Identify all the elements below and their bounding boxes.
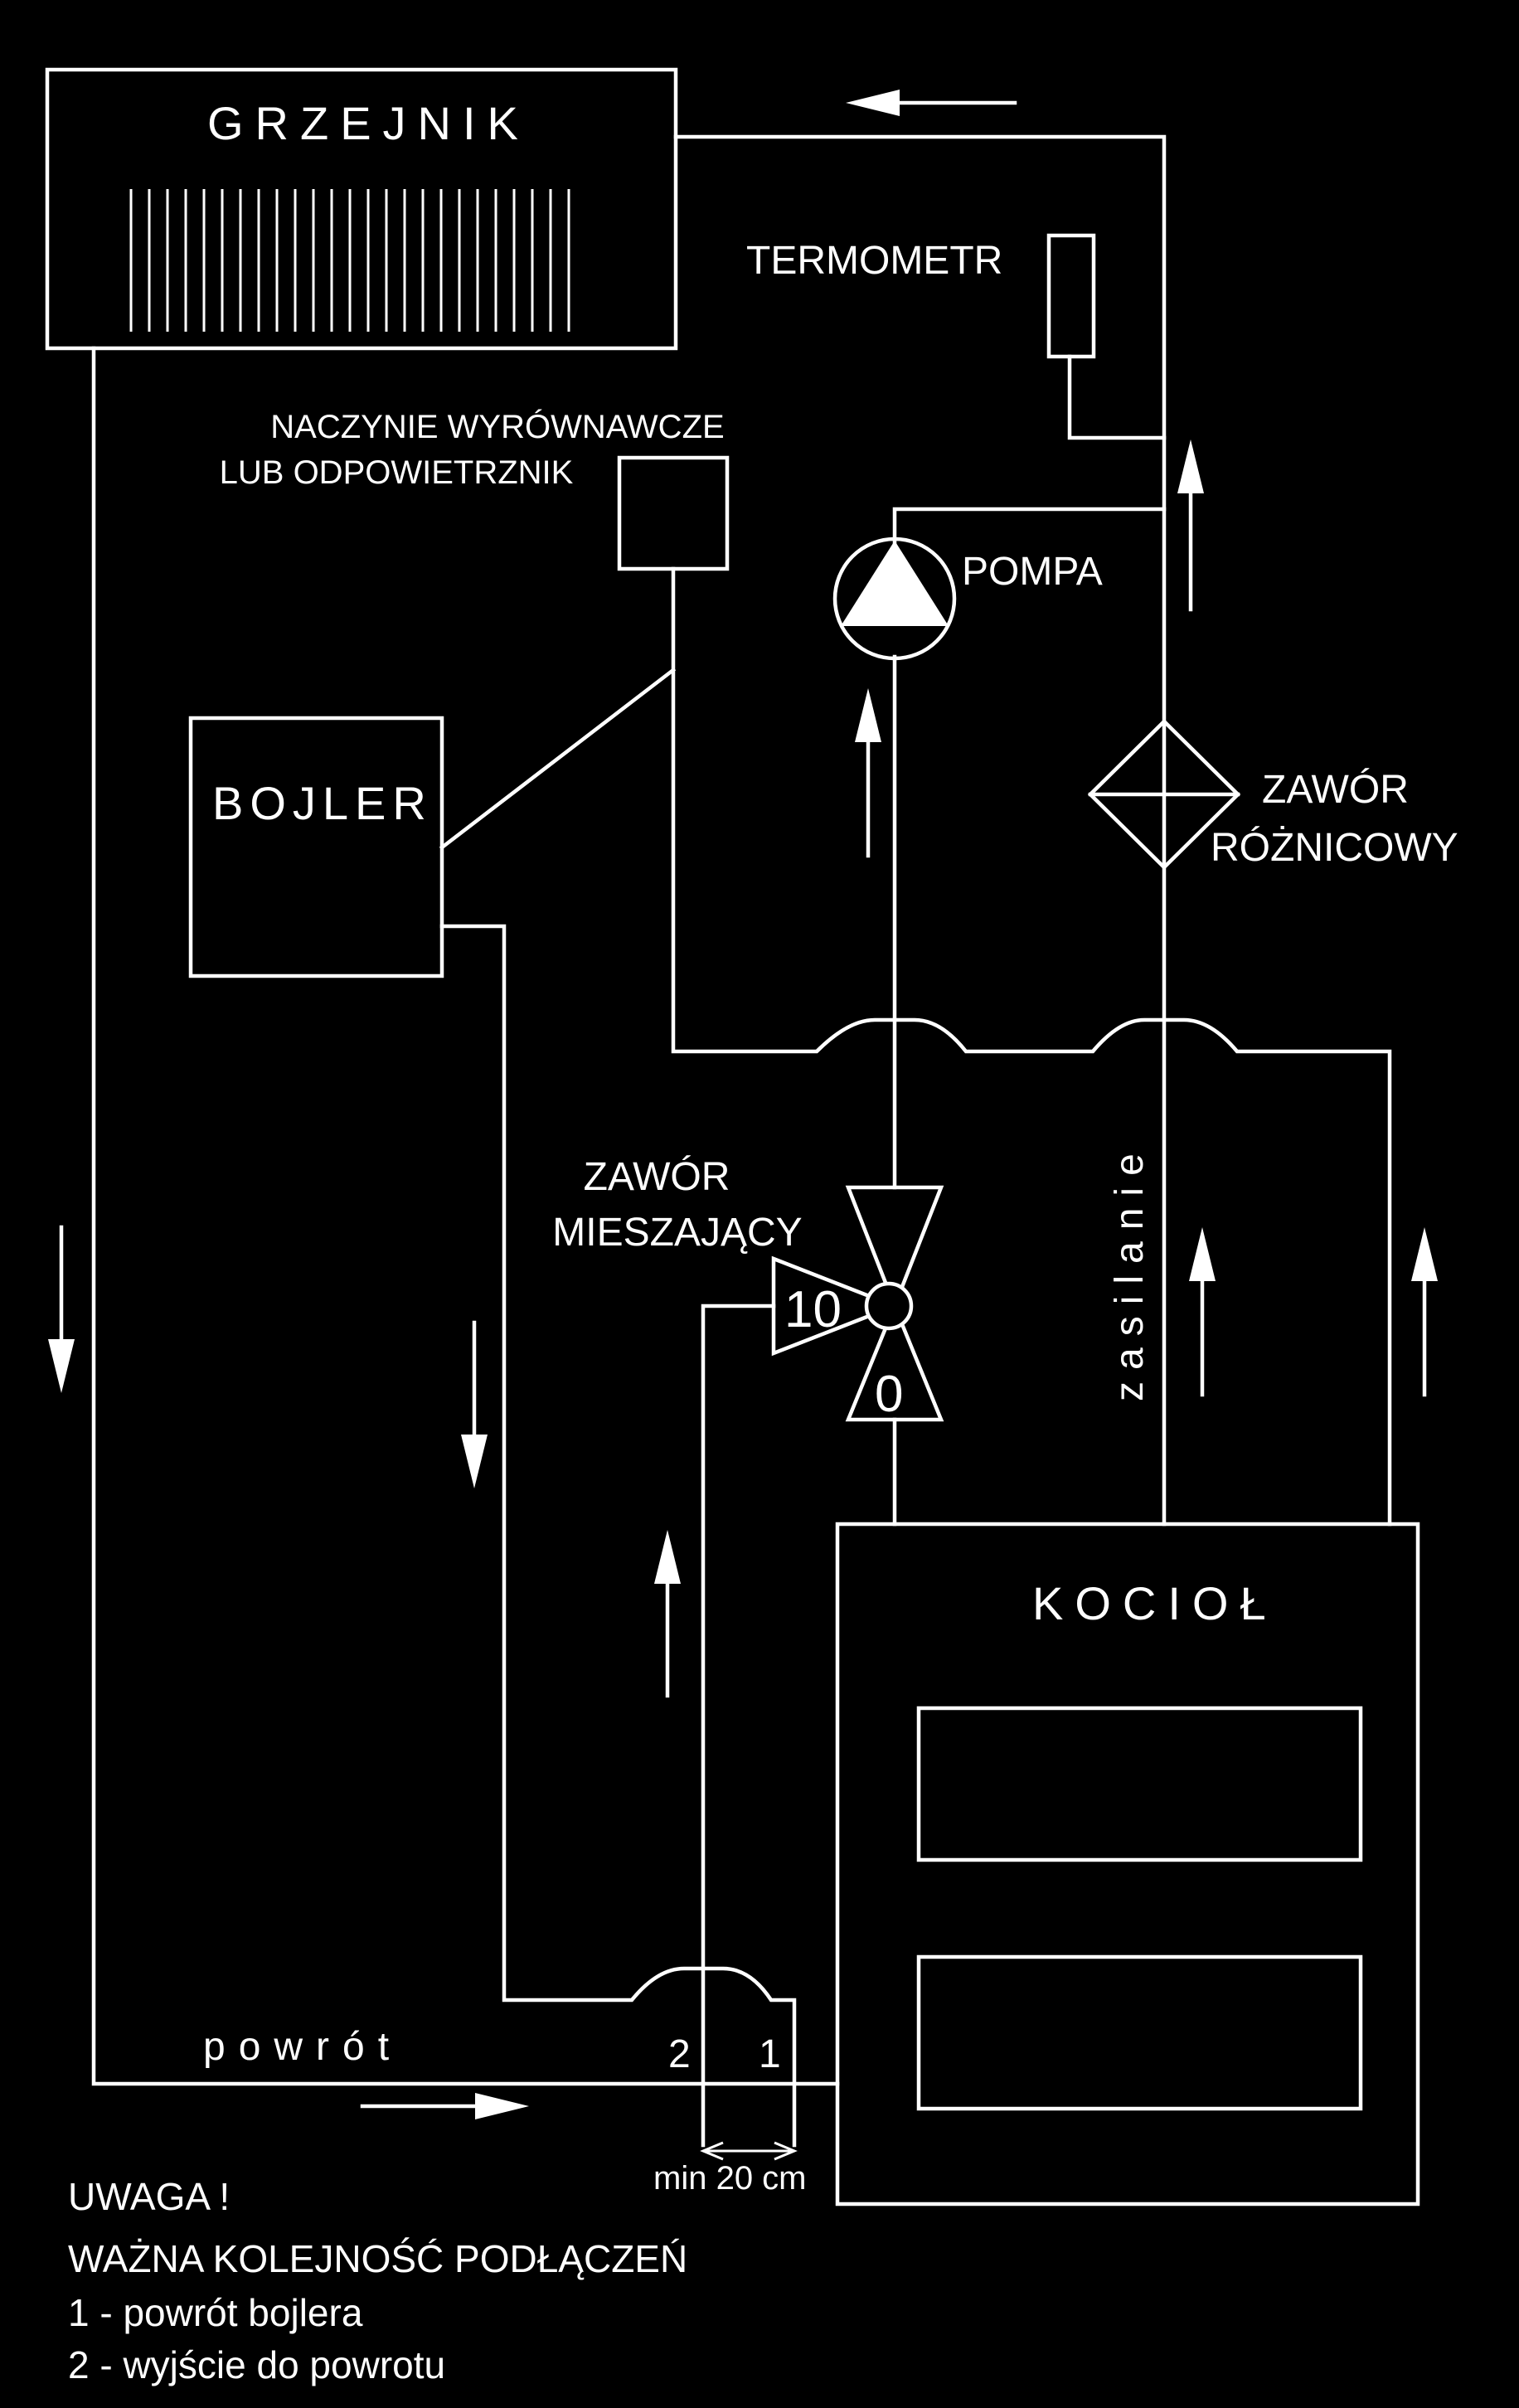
flow-arrow-left-return-head — [48, 1339, 75, 1393]
differential-valve: ZAWÓR RÓŻNICOWY — [1087, 718, 1458, 871]
flow-arrow-mixing-inlet-head — [654, 1530, 681, 1584]
mixing-valve-center — [864, 1281, 914, 1331]
mixing-valve-label-2: MIESZAJĄCY — [552, 1211, 802, 1255]
flow-arrow-top-head — [846, 90, 900, 116]
connection-number-2: 2 — [668, 2032, 691, 2076]
return-label: powrót — [203, 2025, 402, 2069]
expansion-vessel-label-1: NACZYNIE WYRÓWNAWCZE — [270, 408, 724, 445]
bojler-vessel-link — [439, 667, 677, 851]
distance-arrow-right — [774, 2141, 798, 2161]
pipes — [91, 134, 1392, 2148]
flow-arrows — [48, 90, 1438, 2119]
mixing-valve-port-0: 0 — [875, 1366, 903, 1423]
supply-pipe-right-riser — [673, 134, 1167, 1527]
return-pipe — [91, 346, 840, 2086]
note: UWAGA ! WAŻNA KOLEJNOŚĆ PODŁĄCZEŃ 1 - po… — [68, 2175, 687, 2386]
mixing-valve-inlet-pipe — [701, 1304, 776, 2148]
radiator-label: GRZEJNIK — [207, 97, 530, 149]
thermometer-box — [1046, 233, 1096, 359]
boiler-panel-lower — [916, 1954, 1363, 2111]
thermometer: TERMOMETR — [746, 233, 1096, 359]
flow-arrow-right-head — [1411, 1227, 1438, 1281]
note-heading: UWAGA ! — [68, 2175, 230, 2218]
flow-arrow-bojler-head — [461, 1435, 488, 1488]
distance-label: min 20 cm — [653, 2160, 807, 2197]
radiator-box — [45, 67, 678, 351]
bojler-label: BOJLER — [212, 777, 433, 829]
mixing-valve-bottom — [845, 1301, 944, 1422]
flow-arrow-riser-head — [1177, 439, 1204, 493]
connection-number-1: 1 — [759, 2032, 781, 2076]
differential-valve-label-2: RÓŻNICOWY — [1211, 825, 1458, 870]
pump-triangle — [841, 541, 949, 626]
bojler: BOJLER — [188, 716, 444, 978]
bojler-return-pipe — [439, 924, 797, 2148]
flow-arrow-supply-head — [1189, 1227, 1216, 1281]
radiator: GRZEJNIK — [45, 67, 678, 351]
flow-arrow-bottom-head — [475, 2093, 529, 2119]
boiler-box — [835, 1522, 1420, 2207]
distance-arrow-left — [700, 2141, 724, 2161]
distance-dimension: min 20 cm — [653, 2141, 807, 2197]
mixing-valve: 10 0 ZAWÓR MIESZAJĄCY — [552, 1154, 944, 1423]
pump-circle — [832, 536, 957, 661]
expansion-vessel-pipe — [671, 566, 1392, 1527]
boiler: KOCIOŁ — [835, 1522, 1420, 2207]
pump-label: POMPA — [962, 550, 1103, 594]
supply-label: zasilanie — [1108, 1142, 1152, 1401]
bojler-box — [188, 716, 444, 978]
boiler-panel-upper — [916, 1706, 1363, 1862]
mixing-valve-label-1: ZAWÓR — [584, 1154, 730, 1199]
mixing-valve-top — [845, 1185, 944, 1312]
expansion-vessel-label-2: LUB ODPOWIETRZNIK — [220, 454, 574, 491]
note-line-1: WAŻNA KOLEJNOŚĆ PODŁĄCZEŃ — [68, 2237, 687, 2280]
note-line-2: 1 - powrót bojlera — [68, 2291, 363, 2334]
thermometer-label: TERMOMETR — [746, 239, 1002, 283]
pump: POMPA — [832, 536, 1103, 661]
expansion-vessel-box — [617, 455, 730, 571]
expansion-vessel: NACZYNIE WYRÓWNAWCZE LUB ODPOWIETRZNIK — [220, 408, 730, 571]
mixing-valve-port-10: 10 — [784, 1281, 842, 1338]
radiator-fins — [129, 189, 570, 332]
differential-valve-label-1: ZAWÓR — [1262, 767, 1409, 812]
flow-arrow-pump-head — [855, 688, 881, 742]
differential-valve-diamond — [1087, 718, 1241, 871]
thermometer-connection — [1067, 354, 1167, 440]
note-line-3: 2 - wyjście do powrotu — [68, 2343, 445, 2386]
mixing-valve-left — [771, 1255, 900, 1357]
boiler-label: KOCIOŁ — [1032, 1577, 1278, 1629]
